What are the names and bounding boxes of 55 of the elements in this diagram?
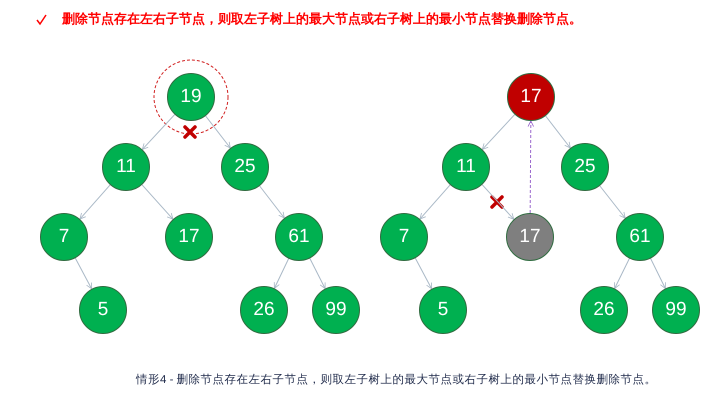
tree-node-circle: [507, 73, 555, 121]
caption: 情形4 - 删除节点存在左右子节点，则取左子树上的最大节点或右子树上的最小节点替换删除节点。: [136, 372, 657, 387]
tree-node-circle: [506, 213, 554, 261]
tree-node-circle: [652, 286, 700, 334]
arrow: [142, 114, 176, 150]
arrow: [650, 258, 666, 289]
tree-node-circle: [312, 286, 360, 334]
node-value: 7: [398, 226, 410, 248]
node-value: 11: [116, 156, 136, 178]
arrow: [309, 258, 326, 290]
node-value: 61: [629, 226, 651, 248]
arrow: [599, 185, 626, 219]
tree-node-circle: [580, 286, 628, 334]
arrow: [482, 184, 514, 220]
node-value: 26: [593, 299, 615, 321]
node-value: 25: [574, 156, 596, 178]
tree-node-circle: [419, 286, 467, 334]
arrow: [259, 186, 285, 218]
node-value: 5: [98, 299, 108, 321]
node-value: 17: [178, 226, 200, 248]
arrow: [274, 258, 290, 289]
tree-node-circle: [221, 143, 269, 191]
arrow: [414, 258, 432, 290]
tree-node-circle: [561, 143, 609, 191]
tree-node-circle: [275, 213, 323, 261]
node-value: 19: [180, 86, 202, 108]
node-value: 11: [456, 156, 476, 178]
node-value: 25: [234, 156, 256, 178]
node-value: 99: [325, 299, 347, 321]
node-value: 17: [520, 86, 542, 108]
arrow: [142, 184, 174, 220]
tree-node-circle: [102, 143, 150, 191]
tree-node-circle: [167, 73, 215, 121]
arrow: [614, 258, 630, 289]
arrow: [545, 116, 571, 148]
tree-node-circle: [442, 143, 490, 191]
arrow: [528, 120, 534, 214]
node-value: 61: [288, 226, 310, 248]
tree-node-circle: [616, 213, 664, 261]
title: 删除节点存在左右子节点，则取左子树上的最大节点或右子树上的最小节点替换删除节点。: [62, 10, 582, 28]
arrow: [74, 258, 92, 290]
node-value: 26: [253, 299, 275, 321]
arrow: [79, 184, 111, 220]
node-value: 17: [519, 226, 541, 248]
arrow: [205, 116, 231, 148]
arrow: [419, 184, 451, 220]
tree-node-circle: [240, 286, 288, 334]
tree-node-circle: [40, 213, 88, 261]
arrow: [482, 114, 516, 150]
tree-node-circle: [79, 286, 127, 334]
tree-node-circle: [165, 213, 213, 261]
tree-node-circle: [380, 213, 428, 261]
node-value: 99: [665, 299, 687, 321]
node-value: 5: [438, 299, 448, 321]
node-value: 7: [58, 226, 70, 248]
